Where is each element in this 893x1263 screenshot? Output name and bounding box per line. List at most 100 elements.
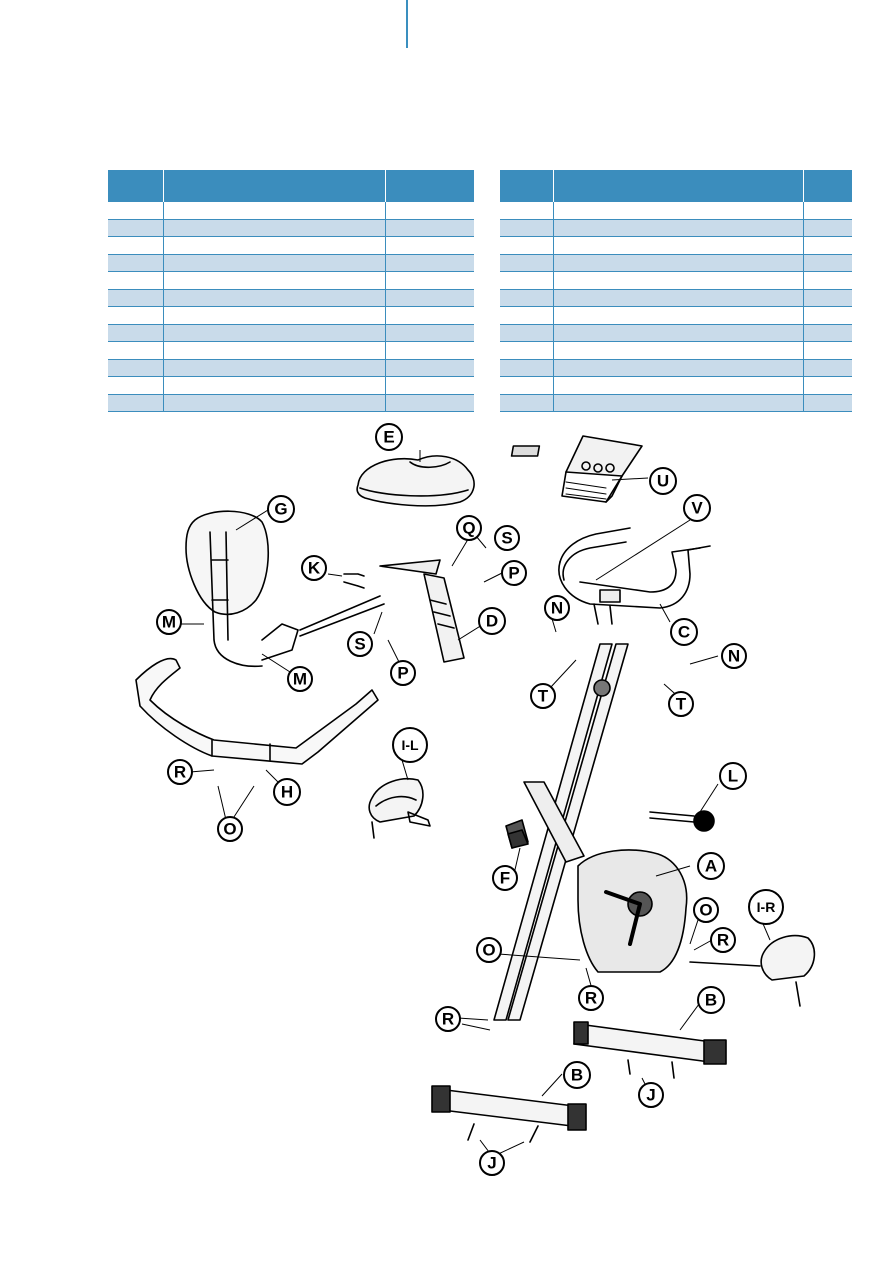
main-frame-part bbox=[493, 643, 629, 1021]
callout-Q: Q bbox=[456, 515, 482, 541]
table-row bbox=[108, 236, 474, 255]
callout-H: H bbox=[273, 778, 301, 806]
svg-text:D: D bbox=[486, 612, 498, 631]
callout-D: D bbox=[478, 607, 506, 635]
callout-S-upper: S bbox=[494, 525, 520, 551]
callout-R-middle: R bbox=[578, 985, 604, 1011]
table-row bbox=[108, 306, 474, 325]
parts-table-right bbox=[500, 170, 852, 412]
callout-U: U bbox=[649, 467, 677, 495]
header-no bbox=[108, 170, 164, 202]
table-row bbox=[500, 359, 852, 377]
svg-text:F: F bbox=[500, 869, 510, 888]
svg-text:J: J bbox=[487, 1154, 496, 1173]
rear-stabilizer-part bbox=[573, 1021, 727, 1065]
front-bar-part bbox=[135, 657, 379, 765]
svg-text:T: T bbox=[538, 687, 549, 706]
svg-text:M: M bbox=[293, 670, 307, 689]
table-row bbox=[500, 271, 852, 290]
callout-V: V bbox=[683, 494, 711, 522]
callout-T-left: T bbox=[530, 683, 556, 709]
svg-text:O: O bbox=[482, 941, 495, 960]
table-row bbox=[500, 219, 852, 237]
svg-text:R: R bbox=[717, 931, 729, 950]
svg-text:R: R bbox=[442, 1010, 454, 1029]
callout-N-left: N bbox=[544, 595, 570, 621]
svg-text:B: B bbox=[705, 991, 717, 1010]
table-row bbox=[108, 376, 474, 395]
table-row bbox=[108, 202, 474, 220]
svg-text:A: A bbox=[705, 857, 717, 876]
table-row bbox=[500, 324, 852, 342]
svg-text:O: O bbox=[699, 901, 712, 920]
flywheel-housing-part bbox=[577, 849, 688, 973]
adjust-knob-part bbox=[507, 829, 529, 849]
svg-text:M: M bbox=[162, 613, 176, 632]
callout-B-upper: B bbox=[697, 986, 725, 1014]
table-row bbox=[108, 359, 474, 377]
table-row bbox=[500, 341, 852, 360]
callout-G: G bbox=[267, 495, 295, 523]
callout-P-upper: P bbox=[501, 560, 527, 586]
table-row bbox=[500, 236, 852, 255]
svg-text:P: P bbox=[397, 664, 408, 683]
callout-L: L bbox=[719, 762, 747, 790]
callout-M-left: M bbox=[156, 609, 182, 635]
bolt-parts bbox=[467, 1059, 675, 1143]
header-description bbox=[553, 170, 804, 202]
svg-text:S: S bbox=[354, 635, 365, 654]
svg-text:L: L bbox=[728, 767, 738, 786]
exploded-assembly-diagram: E U G V Q S K P M D N C S N M P T T I-L … bbox=[135, 423, 816, 1176]
callout-J-right: J bbox=[638, 1082, 664, 1108]
table-row bbox=[108, 254, 474, 272]
table-row bbox=[108, 219, 474, 237]
svg-text:I-R: I-R bbox=[757, 899, 776, 915]
callout-C: C bbox=[670, 618, 698, 646]
callout-R-left: R bbox=[167, 759, 193, 785]
callout-P-lower: P bbox=[390, 660, 416, 686]
backrest-part bbox=[185, 510, 299, 668]
callout-I-L: I-L bbox=[392, 727, 428, 763]
svg-text:C: C bbox=[678, 623, 690, 642]
header-qty bbox=[803, 170, 852, 202]
svg-text:B: B bbox=[571, 1066, 583, 1085]
svg-text:E: E bbox=[383, 428, 394, 447]
front-stabilizer-part bbox=[431, 1085, 587, 1131]
handlebar-part bbox=[558, 527, 711, 625]
callout-F: F bbox=[492, 865, 518, 891]
left-pedal-part bbox=[368, 778, 431, 839]
callout-M-lower: M bbox=[287, 666, 313, 692]
svg-text:I-L: I-L bbox=[401, 737, 419, 753]
svg-text:K: K bbox=[308, 559, 321, 578]
svg-text:R: R bbox=[174, 763, 186, 782]
callout-T-right: T bbox=[668, 691, 694, 717]
callout-O-middle: O bbox=[476, 937, 502, 963]
callout-I-R: I-R bbox=[748, 889, 784, 925]
svg-text:N: N bbox=[728, 647, 740, 666]
callout-R-right: R bbox=[710, 927, 736, 953]
svg-text:G: G bbox=[274, 500, 287, 519]
svg-text:S: S bbox=[501, 529, 512, 548]
callout-A: A bbox=[697, 852, 725, 880]
table-row bbox=[500, 289, 852, 307]
table-row bbox=[500, 394, 852, 412]
svg-text:N: N bbox=[551, 599, 563, 618]
callout-J-lower: J bbox=[479, 1150, 505, 1176]
crank-part bbox=[649, 810, 715, 832]
table-row bbox=[108, 324, 474, 342]
console-part bbox=[510, 435, 643, 503]
callout-B-lower: B bbox=[563, 1061, 591, 1089]
table-header-row bbox=[108, 170, 474, 202]
svg-text:V: V bbox=[691, 499, 703, 518]
svg-text:J: J bbox=[646, 1086, 655, 1105]
table-row bbox=[500, 376, 852, 395]
svg-text:O: O bbox=[223, 820, 236, 839]
svg-text:R: R bbox=[585, 989, 597, 1008]
header-no bbox=[500, 170, 554, 202]
seat-post-part bbox=[299, 559, 465, 663]
svg-text:Q: Q bbox=[462, 519, 475, 538]
header-qty bbox=[385, 170, 474, 202]
seat-part bbox=[356, 455, 475, 507]
svg-text:T: T bbox=[676, 695, 687, 714]
table-row bbox=[500, 202, 852, 220]
